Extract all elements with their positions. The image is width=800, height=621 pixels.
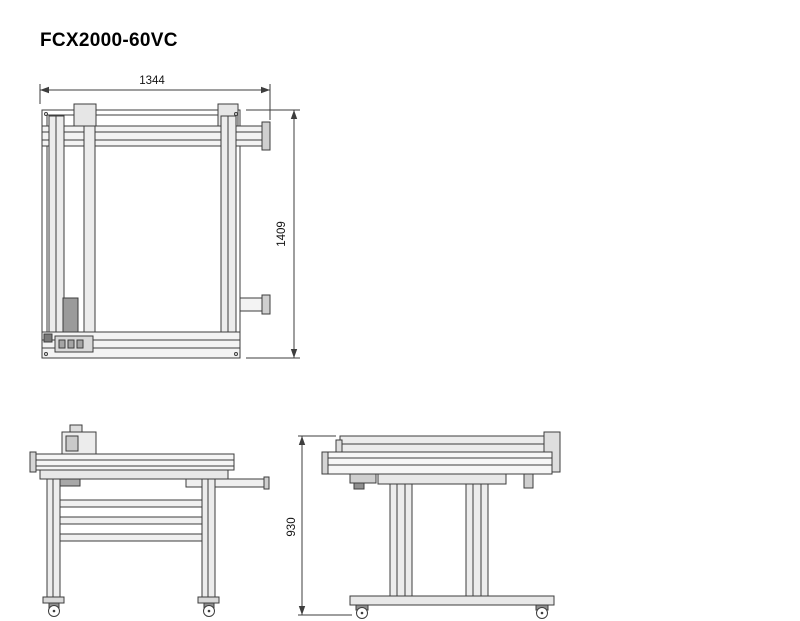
front-view-right-caster — [197, 596, 220, 617]
top-view-right-rail — [220, 115, 237, 357]
front-view-frame-rail — [39, 469, 229, 480]
side-view-right-caster — [535, 604, 549, 619]
screw-detail — [234, 352, 238, 356]
height-dimension: 930 — [286, 435, 352, 616]
front-view-drawing — [29, 424, 270, 617]
top-view-lower-arm — [239, 294, 271, 315]
arrowhead — [40, 86, 49, 94]
arrowhead — [290, 349, 298, 358]
top-view-gantry-rail — [83, 125, 96, 357]
arrowhead — [290, 110, 298, 119]
front-view-brace — [59, 499, 203, 508]
arrowhead — [298, 436, 306, 445]
side-view-drawing — [321, 431, 561, 619]
side-view-left-caster — [355, 604, 369, 619]
front-view-media-tray — [185, 476, 270, 490]
front-view-left-caster — [42, 596, 65, 617]
height-dimension-label: 930 — [286, 517, 298, 536]
top-view-carriage — [62, 297, 79, 333]
side-view-beam — [335, 431, 561, 473]
side-view-rear-column — [465, 483, 489, 597]
side-view-right-bracket — [523, 473, 534, 489]
top-view-drawing — [41, 103, 271, 359]
model-title: FCX2000-60VC — [40, 30, 178, 51]
side-view-table-body — [321, 451, 553, 475]
arrowhead — [298, 606, 306, 615]
screw-detail — [44, 112, 48, 116]
top-view-left-rail — [48, 115, 65, 357]
front-view-right-leg — [201, 478, 216, 598]
screw-detail — [44, 352, 48, 356]
side-view-front-column — [389, 483, 413, 597]
front-view-brace — [59, 533, 203, 542]
width-dimension-label: 1344 — [139, 75, 165, 87]
width-dimension: 1344 — [39, 75, 271, 120]
top-view-control-panel — [54, 335, 94, 353]
depth-dimension-label: 1409 — [276, 221, 288, 247]
front-view-table-top — [29, 451, 235, 473]
side-view-base — [349, 595, 555, 606]
front-view-left-leg — [46, 478, 61, 598]
arrowhead — [261, 86, 270, 94]
depth-dimension: 1409 — [246, 109, 300, 359]
front-view-brace — [59, 516, 203, 525]
screw-detail — [234, 112, 238, 116]
side-view-pedestal-plate — [377, 473, 507, 485]
side-view-carriage-detail — [349, 473, 377, 490]
